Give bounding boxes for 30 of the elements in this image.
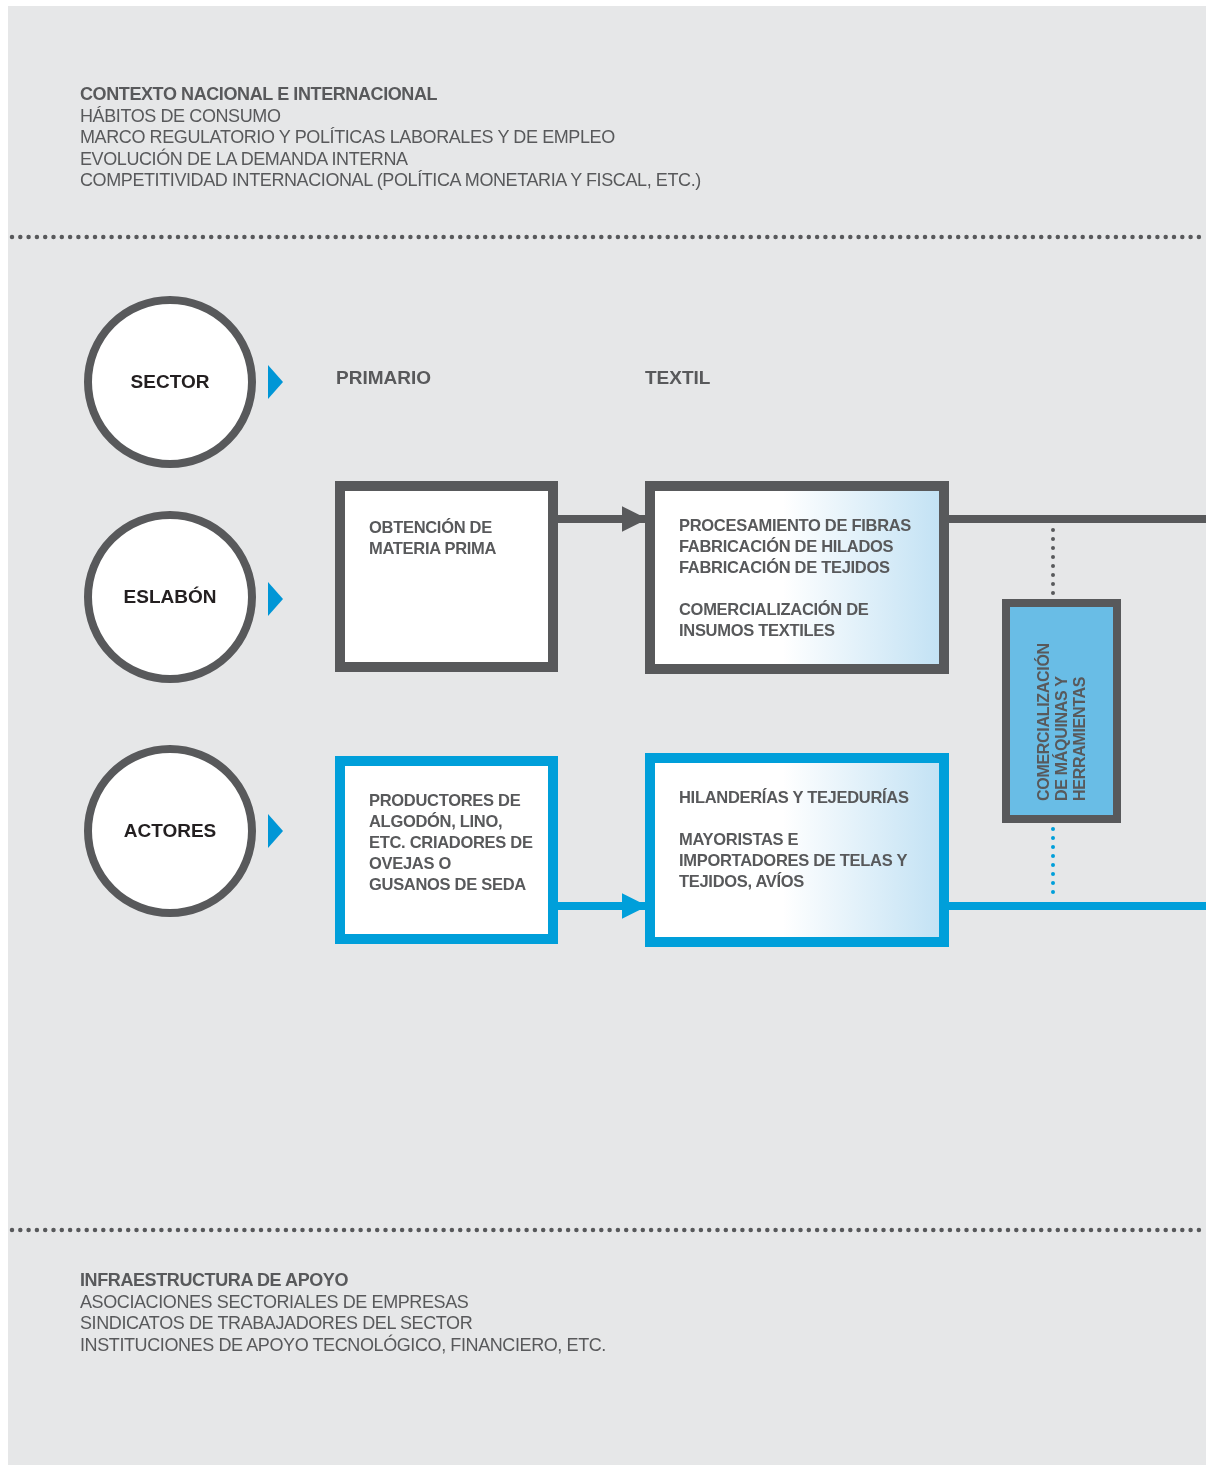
box-text: OBTENCIÓN DE MATERIA PRIMA [369,517,498,559]
circle-label: ACTORES [123,820,217,842]
box-text: MAYORISTAS E IMPORTADORES DE TELAS Y TEJIDOS, AVÍOS [679,829,908,892]
chevron-arrow [268,365,283,399]
context-item: COMPETITIVIDAD INTERNACIONAL (POLÍTICA MONETARIA Y FISCAL, ETC.) [80,170,701,192]
column-label: PRIMARIO [336,367,431,389]
section-heading: INFRAESTRUCTURA DE APOYO [80,1270,350,1292]
infrastructure-item: ASOCIACIONES SECTORIALES DE EMPRESAS [80,1291,470,1313]
vertical-box [1002,599,1121,823]
context-item: HÁBITOS DE CONSUMO [80,105,282,127]
dotted-connector [1051,525,1055,595]
box-text: PRODUCTORES DE ALGODÓN, LINO, ETC. CRIADORES DE OVEJAS O GUSANOS DE SEDA [369,790,534,895]
context-item: EVOLUCIÓN DE LA DEMANDA INTERNA [80,148,409,170]
process-box [645,481,949,674]
process-box [645,753,949,947]
process-box [335,756,558,944]
process-box [335,481,558,672]
chevron-arrow [268,814,283,848]
infrastructure-item: INSTITUCIONES DE APOYO TECNOLÓGICO, FINANCIERO, ETC. [80,1334,606,1356]
section-heading: CONTEXTO NACIONAL E INTERNACIONAL [80,84,439,106]
box-text: PROCESAMIENTO DE FIBRAS FABRICACIÓN DE HILADOS FABRICACIÓN DE TEJIDOS [679,515,913,578]
vertical-text: COMERCIALIZACIÓN DE MÁQUINAS Y HERRAMIENTAS [1034,642,1089,801]
box-text: HILANDERÍAS Y TEJEDURÍAS [679,787,910,808]
circle-label: ESLABÓN [123,586,217,608]
box-text: COMERCIALIZACIÓN DE INSUMOS TEXTILES [679,599,870,641]
context-item: MARCO REGULATORIO Y POLÍTICAS LABORALES Y DE EMPLEO [80,127,616,148]
circle-label: SECTOR [130,371,210,393]
chevron-arrow [268,582,283,616]
column-label: TEXTIL [645,367,711,389]
infrastructure-item: SINDICATOS DE TRABAJADORES DEL SECTOR [80,1313,474,1334]
